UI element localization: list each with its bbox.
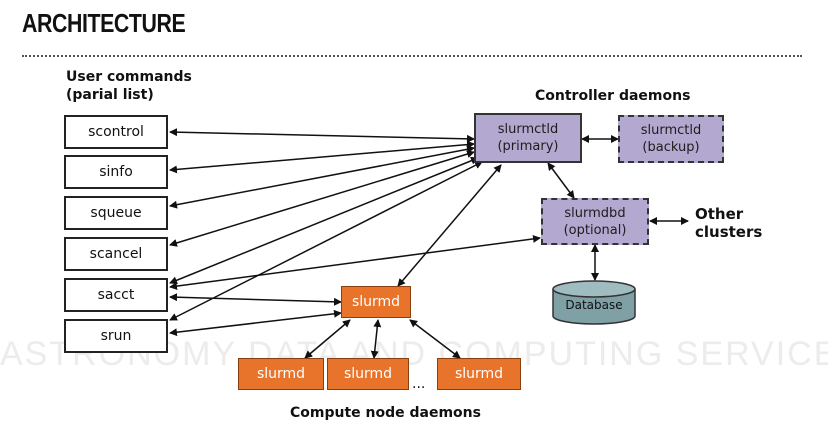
controller-daemons-label: Controller daemons [535,88,691,104]
arrow-srun-ctld [169,161,483,321]
arrow-sacct-dbd [169,234,541,291]
slurmd-node-3: slurmd [437,358,521,390]
command-scontrol: scontrol [64,115,168,149]
other-clusters-line1: Other [695,205,744,223]
arrow-primary-dbd [547,162,575,199]
slurmd-node-2: slurmd [327,358,409,390]
slurmd-main-box: slurmd [341,286,411,318]
command-srun: srun [64,319,168,353]
slurmctld-backup-box: slurmctld (backup) [618,115,724,163]
arrow-ctld-slurmd [397,164,502,287]
user-commands-subtitle: (parial list) [66,87,154,103]
arrow-slurmd-node3 [409,319,461,359]
command-squeue: squeue [64,196,168,230]
slurmdbd-name: slurmdbd [564,205,626,221]
title-divider [22,55,802,57]
user-commands-label: User commands (parial list) [66,68,192,104]
page-title: ARCHITECTURE [22,8,186,38]
slurmdbd-role: (optional) [563,222,627,238]
slurmctld-primary-name: slurmctld [497,122,559,137]
other-clusters-line2: clusters [695,223,763,241]
command-sinfo: sinfo [64,155,168,189]
command-scancel: scancel [64,237,168,271]
slurmdbd-box: slurmdbd (optional) [541,198,649,245]
more-nodes-ellipsis: ... [412,376,426,392]
slurmctld-primary-box: slurmctld (primary) [474,113,582,163]
command-sacct: sacct [64,278,168,312]
arrow-srun-slurmd [169,309,342,337]
slurmctld-backup-name: slurmctld [640,123,702,138]
compute-node-daemons-label: Compute node daemons [290,405,481,421]
slurmd-node-1: slurmd [238,358,324,390]
database-cylinder [552,280,636,325]
database-label: Database [565,298,623,312]
other-clusters-label: Other clusters [695,205,762,241]
arrow-scontrol-ctld [169,128,475,143]
arrow-slurmd-node1 [304,319,351,359]
user-commands-title: User commands [66,69,192,85]
arrow-slurmd-node2 [370,319,382,359]
slurmctld-backup-role: (backup) [642,140,700,155]
slurmctld-primary-role: (primary) [497,139,559,154]
arrow-sacct-slurmd [169,293,342,306]
